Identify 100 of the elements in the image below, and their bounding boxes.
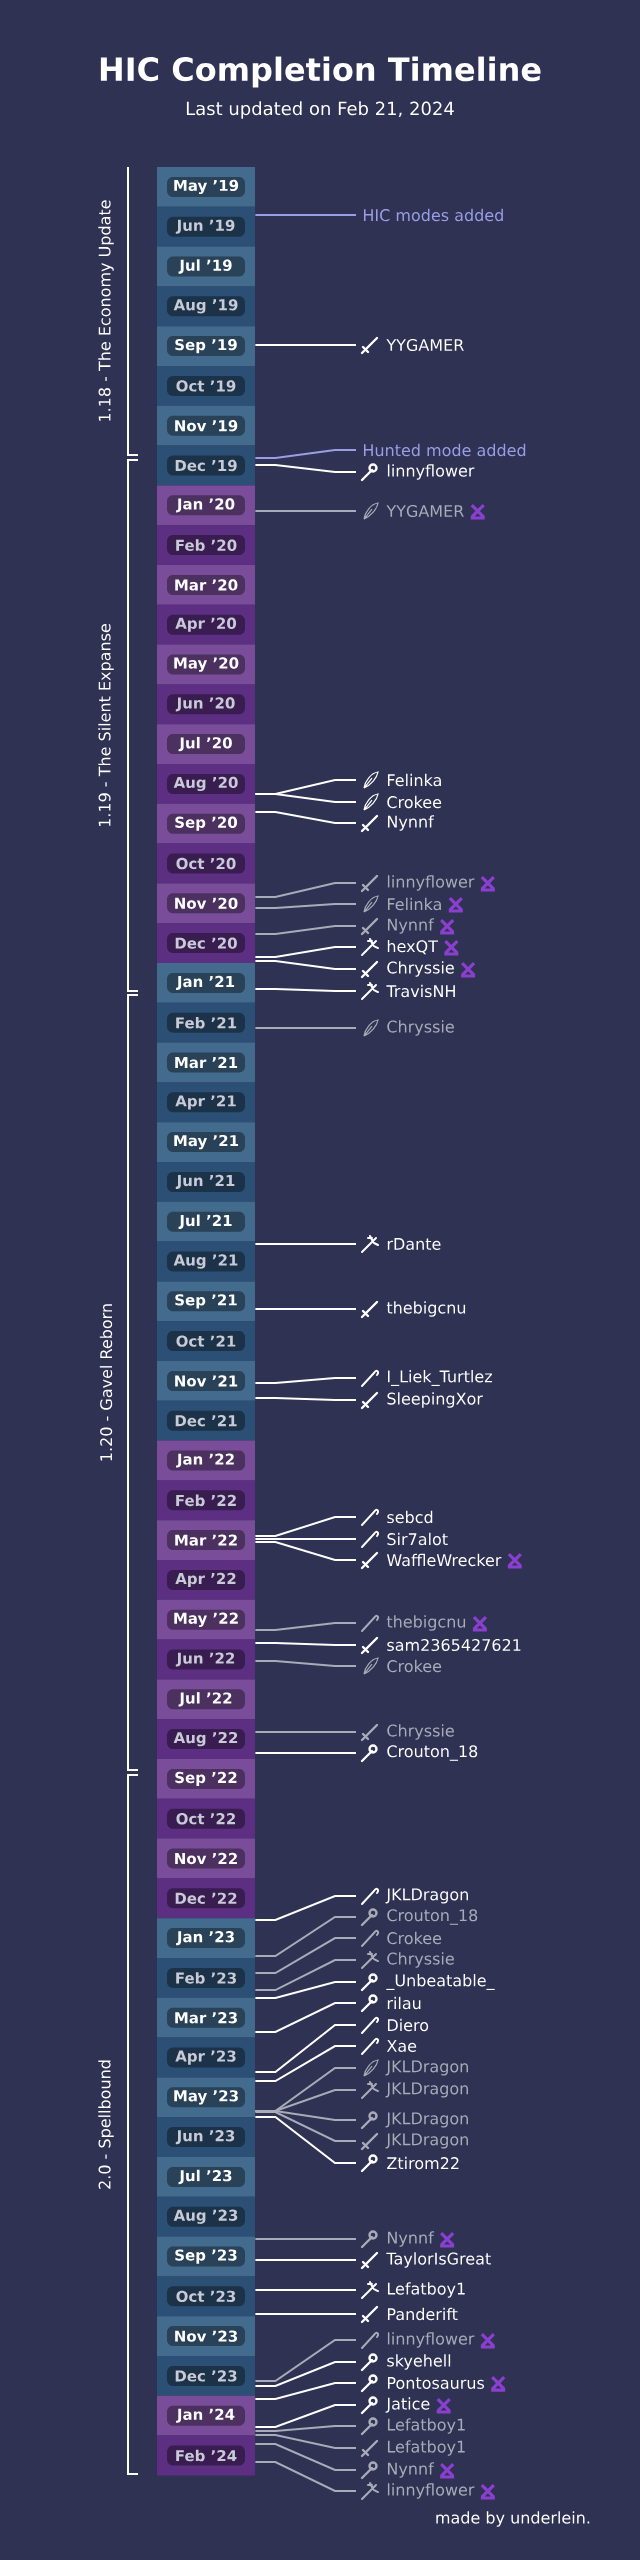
month-band: Nov ’21: [157, 1361, 255, 1401]
month-band: Sep ’20: [157, 803, 255, 844]
month-band: Aug ’20: [157, 764, 255, 804]
month-band: Oct ’19: [157, 366, 255, 406]
month-band: Jan ’23: [157, 1918, 255, 1958]
month-band: May ’19: [157, 167, 255, 207]
month-band: Jul ’23: [157, 2157, 255, 2197]
player-name: skyehell: [387, 2354, 451, 2370]
player-name: thebigcnu: [386, 1301, 466, 1317]
player-name: sam2365427621: [387, 1638, 521, 1652]
month-band: Feb ’21: [157, 1002, 255, 1043]
player-name: Crouton_18: [387, 1745, 478, 1761]
player-name: WaffleWrecker: [386, 1553, 502, 1567]
connector-line: [254, 2425, 357, 2432]
player-name: Crokee: [387, 795, 442, 809]
month-band: Sep ’22: [157, 1759, 255, 1799]
month-band: Jan ’20: [157, 485, 255, 526]
connector-line: [254, 1397, 357, 1401]
connector-line: [254, 2404, 357, 2428]
month-band: Jul ’21: [157, 1201, 255, 1242]
player-name: rilau: [387, 1996, 421, 2010]
month-band: Aug ’19: [157, 286, 255, 327]
month-band: Jun ’23: [157, 2117, 255, 2157]
connector-line: [254, 2116, 357, 2164]
connector-line: [254, 1516, 357, 1537]
title: HIC Completion Timeline: [100, 56, 541, 88]
connector-line: [254, 2289, 357, 2291]
month-band: May ’20: [157, 644, 255, 685]
player-name: Chryssie: [387, 961, 454, 977]
month-band: Apr ’23: [157, 2037, 255, 2078]
month-band: Feb ’22: [157, 1480, 255, 1521]
player-name: sebcd: [387, 1510, 433, 1524]
month-band: Nov ’22: [157, 1838, 255, 1879]
month-band: Jun ’19: [157, 206, 255, 247]
connector-line: [254, 925, 357, 935]
connector-line: [254, 344, 357, 346]
connector-line: [254, 811, 357, 824]
month-band: Jan ’21: [157, 963, 255, 1003]
month-band: Mar ’21: [157, 1042, 255, 1083]
player-name: Ztirom22: [387, 2156, 459, 2170]
player-name: YYGAMER: [386, 338, 464, 352]
month-band: May ’23: [157, 2077, 255, 2118]
player-name: linnyflower: [387, 464, 475, 480]
player-name: linnyflower: [387, 2332, 475, 2348]
month-band: Jul ’20: [157, 724, 255, 764]
player-name: TravisNH: [386, 984, 455, 998]
player-name: Felinka: [387, 773, 441, 787]
player-name: Nynnf: [387, 815, 435, 831]
month-band: Nov ’23: [157, 2316, 255, 2356]
connector-line: [254, 464, 357, 473]
connector-line: [254, 1538, 357, 1540]
player-name: SleepingXor: [387, 1392, 483, 1408]
player-name: linnyflower: [387, 2483, 475, 2499]
player-name: Lefatboy1: [387, 2282, 465, 2298]
connector-line: [254, 2045, 357, 2082]
month-band: Feb ’24: [157, 2435, 255, 2476]
month-band: Jan ’22: [157, 1440, 255, 1481]
month-band: Apr ’22: [157, 1560, 255, 1600]
month-band: Dec ’22: [157, 1878, 255, 1919]
connector-line: [254, 510, 357, 512]
connector-line: [254, 1642, 357, 1646]
era-label: 1.18 - The Economy Update: [98, 200, 114, 421]
connector-line: [254, 2238, 357, 2240]
connector-line: [254, 1937, 357, 1974]
connector-line: [254, 1243, 357, 1245]
player-name: Crokee: [387, 1659, 442, 1673]
connector-line: [254, 1916, 357, 1957]
subtitle: Last updated on Feb 21, 2024: [186, 101, 454, 119]
player-name: Panderift: [387, 2307, 458, 2321]
connector-line: [254, 988, 357, 992]
player-name: JKLDragon: [385, 2112, 468, 2128]
connector-line: [254, 1308, 357, 1310]
month-band: Apr ’20: [157, 604, 255, 645]
player-name: Crokee: [387, 1931, 442, 1945]
month-band: Mar ’23: [157, 1997, 255, 2038]
month-band: Nov ’19: [157, 405, 255, 446]
connector-line: [254, 2382, 357, 2400]
player-name: Felinka: [387, 897, 441, 911]
connector-line: [254, 2361, 357, 2387]
month-band: Dec ’19: [157, 445, 255, 486]
connector-line: [254, 1660, 357, 1667]
month-band: Aug ’22: [157, 1719, 255, 1759]
month-band: Sep ’23: [157, 2236, 255, 2277]
month-band: Dec ’20: [157, 923, 255, 963]
month-band: Jun ’21: [157, 1162, 255, 1202]
player-name: JKLDragon: [385, 2133, 468, 2149]
credit-text: made by underlein.: [436, 2511, 590, 2527]
era-label: 1.20 - Gavel Reborn: [99, 1304, 113, 1461]
connector-line: [254, 946, 357, 958]
event-label: Hunted mode added: [363, 443, 526, 457]
player-name: TaylorIsGreat: [386, 2252, 491, 2268]
connector-line: [254, 1622, 357, 1631]
month-band: Aug ’23: [157, 2196, 255, 2237]
player-name: YYGAMER: [386, 504, 464, 518]
player-name: Chryssie: [387, 1020, 454, 1036]
connector-line: [254, 2339, 357, 2382]
connector-line: [254, 214, 357, 216]
event-label: HIC modes added: [363, 208, 503, 222]
month-band: Dec ’23: [157, 2356, 255, 2396]
month-band: Mar ’20: [157, 565, 255, 605]
